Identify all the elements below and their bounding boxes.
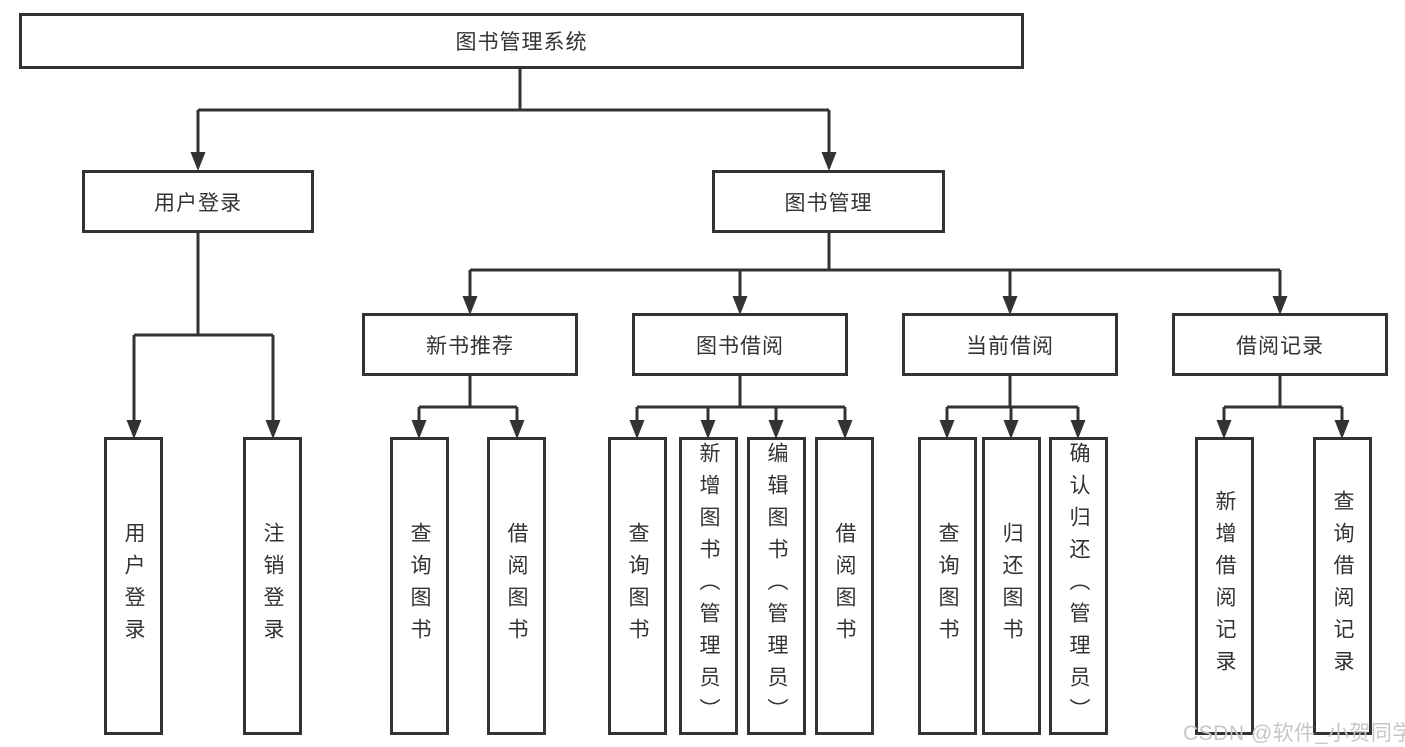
node-new-book-recommendation: 新书推荐 bbox=[362, 313, 578, 376]
leaf-edit-book-admin: 编辑图书（管理员） bbox=[747, 437, 806, 735]
leaf-query-books-recommend: 查询图书 bbox=[390, 437, 449, 735]
leaf-add-book-admin: 新增图书（管理员） bbox=[679, 437, 738, 735]
leaf-query-books-current: 查询图书 bbox=[918, 437, 977, 735]
node-user-login: 用户登录 bbox=[82, 170, 314, 233]
node-book-borrowing: 图书借阅 bbox=[632, 313, 848, 376]
leaf-logout: 注销登录 bbox=[243, 437, 302, 735]
leaf-query-borrow-record: 查询借阅记录 bbox=[1313, 437, 1372, 735]
node-current-borrowing: 当前借阅 bbox=[902, 313, 1118, 376]
leaf-borrow-books: 借阅图书 bbox=[815, 437, 874, 735]
leaf-borrow-books-recommend: 借阅图书 bbox=[487, 437, 546, 735]
node-library-management-system: 图书管理系统 bbox=[19, 13, 1024, 69]
node-borrowing-records: 借阅记录 bbox=[1172, 313, 1388, 376]
leaf-return-book: 归还图书 bbox=[982, 437, 1041, 735]
leaf-user-login: 用户登录 bbox=[104, 437, 163, 735]
node-book-management: 图书管理 bbox=[712, 170, 945, 233]
csdn-watermark: CSDN @软件_小贺同学 bbox=[1183, 722, 1405, 745]
leaf-query-books-borrow: 查询图书 bbox=[608, 437, 667, 735]
leaf-confirm-return-admin: 确认归还（管理员） bbox=[1049, 437, 1108, 735]
leaf-add-borrow-record: 新增借阅记录 bbox=[1195, 437, 1254, 735]
arrowheads bbox=[126, 152, 1350, 439]
